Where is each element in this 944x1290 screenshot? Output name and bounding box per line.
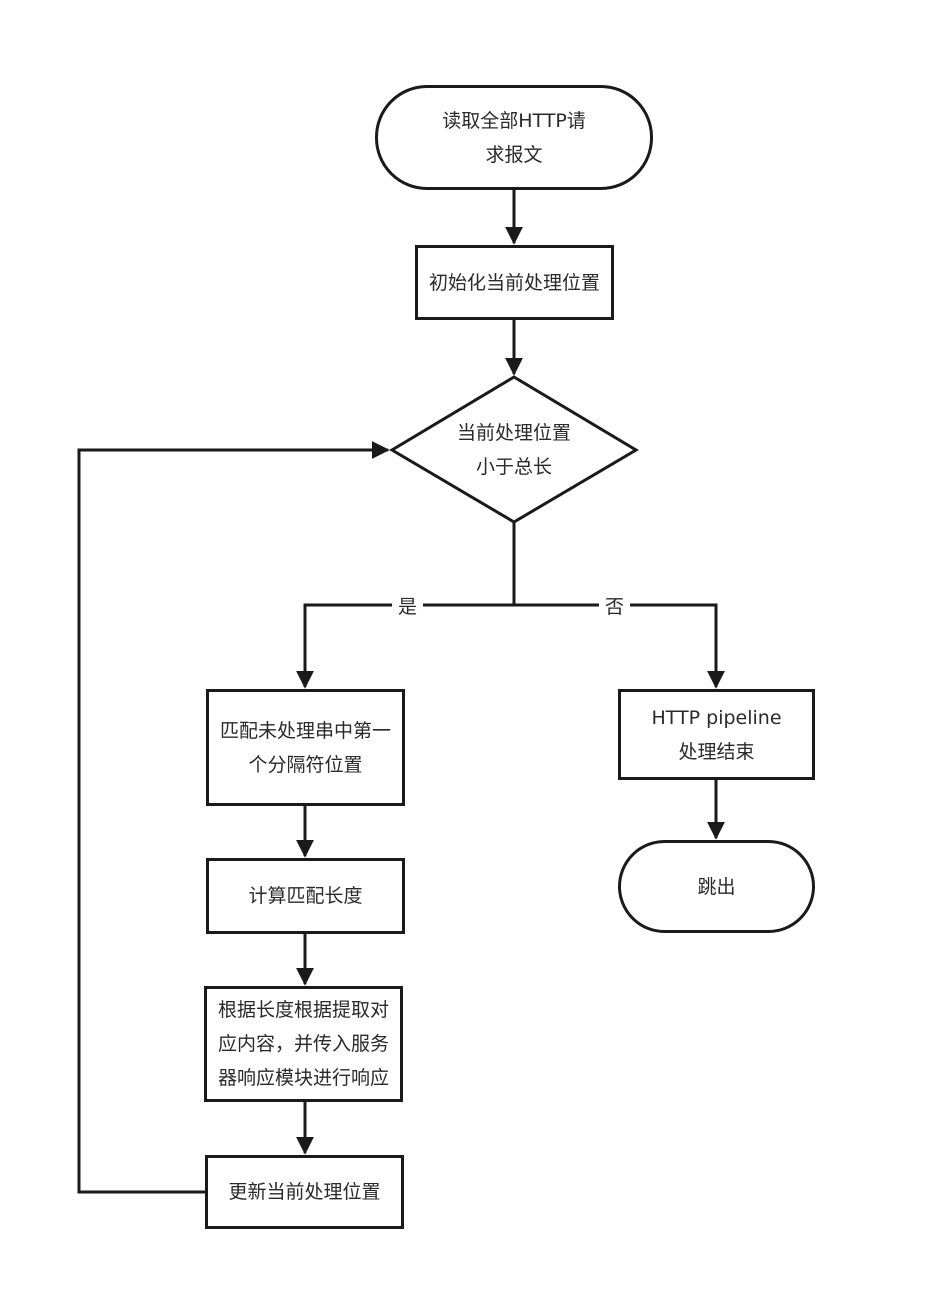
exit-label: 跳出 bbox=[697, 875, 736, 898]
match-delimiter-process: 匹配未处理串中第一 个分隔符位置 bbox=[206, 689, 405, 806]
edge-decision-to-pipeline-end bbox=[514, 603, 725, 689]
match-line-1: 匹配未处理串中第一 bbox=[219, 719, 391, 742]
exit-terminal: 跳出 bbox=[618, 840, 815, 933]
decision-node: 当前处理位置 小于总长 bbox=[414, 400, 614, 500]
decision-diamond-shape bbox=[389, 375, 639, 524]
extract-line-1: 根据长度根据提取对 bbox=[217, 999, 389, 1021]
init-process-label: 初始化当前处理位置 bbox=[428, 271, 600, 294]
extract-content-process: 根据长度根据提取对 应内容，并传入服务 器响应模块进行响应 bbox=[204, 986, 403, 1102]
init-process: 初始化当前处理位置 bbox=[415, 245, 614, 320]
update-position-process: 更新当前处理位置 bbox=[205, 1155, 404, 1229]
pipeline-end-line-2: 处理结束 bbox=[678, 740, 755, 763]
start-terminal-line-1: 读取全部HTTP请 bbox=[442, 109, 586, 132]
match-line-2: 个分隔符位置 bbox=[248, 753, 363, 776]
decision-line-1: 当前处理位置 bbox=[456, 422, 571, 444]
edge-label-no: 否 bbox=[599, 595, 631, 619]
edge-label-yes: 是 bbox=[392, 595, 424, 619]
extract-line-3: 器响应模块进行响应 bbox=[217, 1067, 389, 1089]
decision-line-2: 小于总长 bbox=[475, 456, 552, 478]
start-terminal: 读取全部HTTP请 求报文 bbox=[375, 85, 653, 190]
pipeline-end-process: HTTP pipeline 处理结束 bbox=[618, 689, 815, 780]
calc-length-process: 计算匹配长度 bbox=[206, 858, 405, 934]
edge-update-to-decision-loop bbox=[77, 441, 390, 1194]
pipeline-end-line-1: HTTP pipeline bbox=[651, 706, 782, 729]
edge-decision-to-match bbox=[296, 603, 514, 689]
start-terminal-line-2: 求报文 bbox=[485, 143, 543, 166]
update-label: 更新当前处理位置 bbox=[228, 1181, 381, 1203]
calc-label: 计算匹配长度 bbox=[248, 885, 363, 907]
extract-line-2: 应内容，并传入服务 bbox=[217, 1033, 389, 1055]
